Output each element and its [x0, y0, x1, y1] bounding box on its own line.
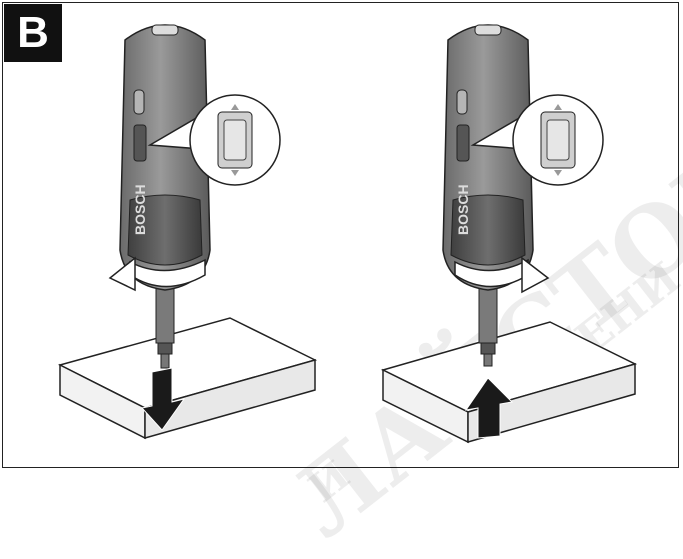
switch-magnifier: [147, 94, 281, 186]
arrow-up-icon: [464, 377, 514, 439]
bit-shaft: [155, 284, 175, 344]
arrow-up-small-icon: [554, 104, 562, 110]
arrow-up-small-icon: [231, 104, 239, 110]
bit-shaft: [478, 284, 498, 344]
illustration: BOSCH: [57, 24, 638, 444]
arrow-down-small-icon: [231, 170, 239, 176]
brand-label: BOSCH: [455, 184, 471, 235]
switch-magnifier: [470, 94, 604, 186]
rotate-arrow-icon: [108, 256, 206, 292]
figure-frame: [2, 2, 679, 468]
brand-label: BOSCH: [132, 184, 148, 235]
arrow-down-icon: [141, 367, 186, 431]
workpiece-block: [57, 317, 318, 440]
figure-label: B: [4, 4, 62, 62]
panel-tighten: BOSCH: [57, 24, 318, 440]
rotate-arrow-icon: [454, 256, 550, 294]
panel-loosen: BOSCH: [380, 24, 638, 444]
workpiece-block: [380, 321, 638, 444]
screwdriver-body: BOSCH: [119, 24, 211, 291]
arrow-down-small-icon: [554, 170, 562, 176]
